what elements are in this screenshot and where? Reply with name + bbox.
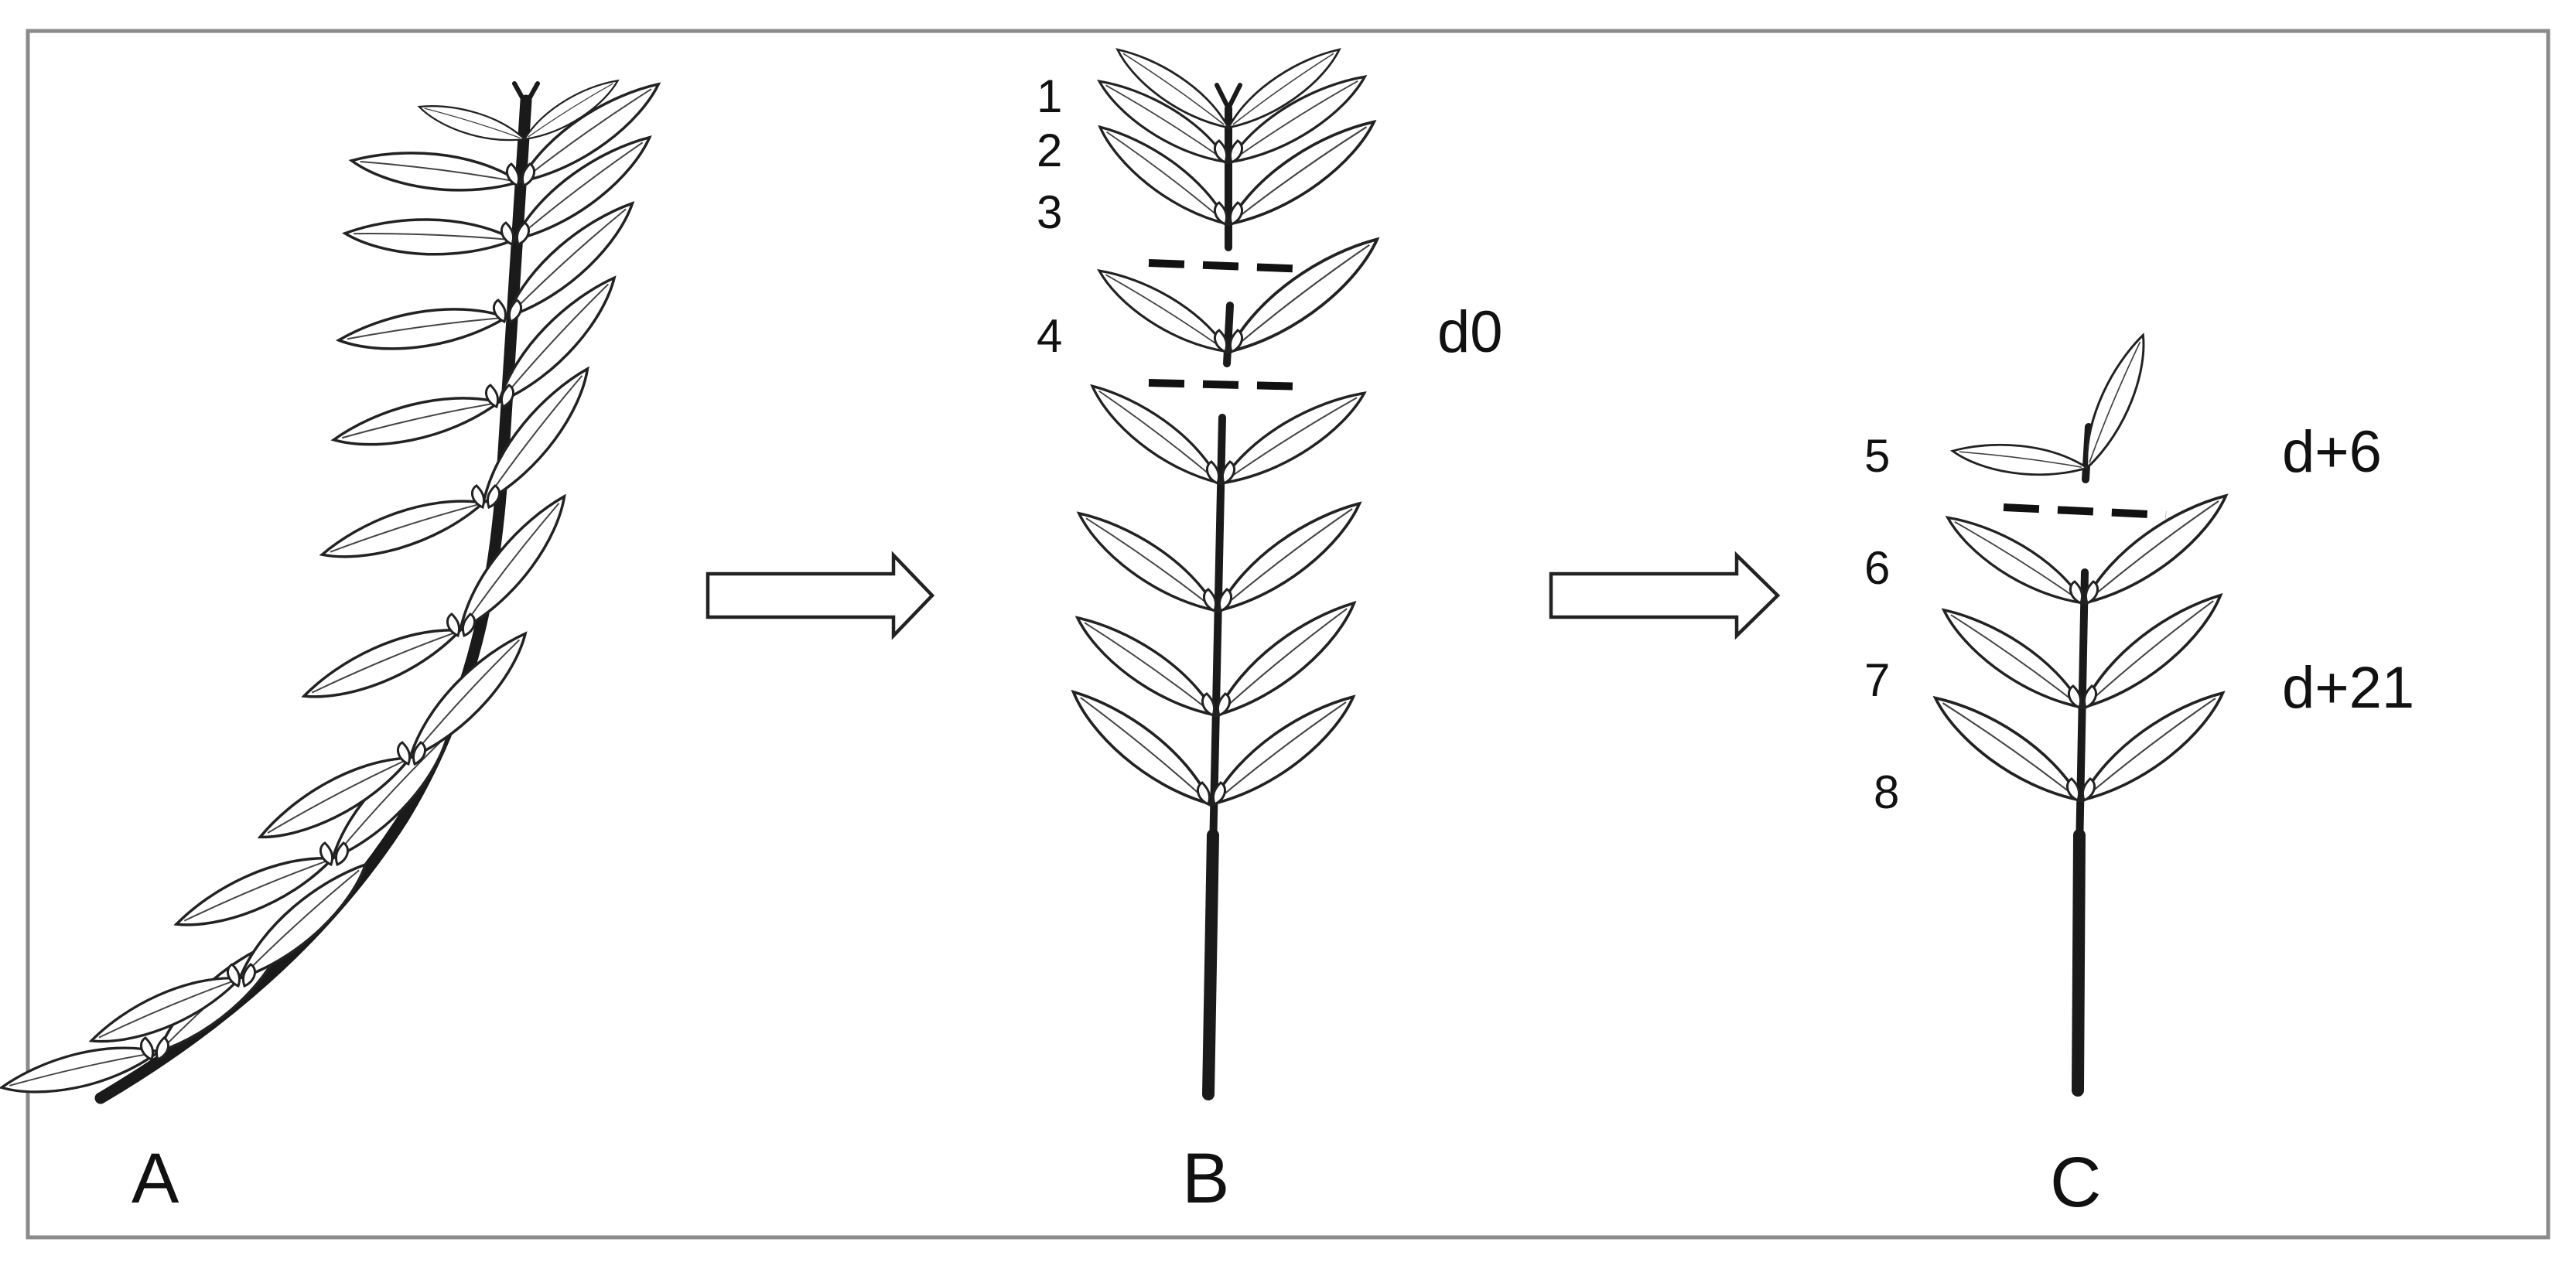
panel-c-basal-stem xyxy=(1922,494,2242,1097)
time-label-d21: d+21 xyxy=(2282,655,2414,721)
panel-label-b: B xyxy=(1182,1139,1229,1218)
node-number-3: 3 xyxy=(1037,186,1062,238)
panel-a-leaves xyxy=(0,80,671,1145)
node-number-1: 1 xyxy=(1037,70,1062,122)
cut-line-b-lower xyxy=(1148,379,1308,391)
figure-border xyxy=(26,29,2550,1240)
panel-b-basal-stem xyxy=(1054,384,1375,1100)
node-number-8: 8 xyxy=(1874,766,1899,818)
cut-line-c xyxy=(2003,503,2167,519)
node-number-4: 4 xyxy=(1037,310,1062,362)
panel-c-top-cutting xyxy=(1951,333,2187,510)
node-number-7: 7 xyxy=(1864,654,1890,706)
time-label-d6: d+6 xyxy=(2282,419,2382,485)
node-number-2: 2 xyxy=(1037,125,1062,176)
panel-label-a: A xyxy=(132,1139,179,1218)
node-number-5: 5 xyxy=(1864,430,1890,482)
cut-line-b-upper xyxy=(1148,259,1308,273)
node-number-6: 6 xyxy=(1864,542,1890,594)
arrow-b-to-c xyxy=(1549,551,1781,640)
arrow-a-to-b xyxy=(705,551,935,640)
panel-label-c: C xyxy=(2050,1143,2101,1222)
panel-b-single-node-cutting xyxy=(1092,237,1394,367)
time-label-d0: d0 xyxy=(1437,299,1503,365)
panel-b-apical-segment xyxy=(1085,48,1387,251)
